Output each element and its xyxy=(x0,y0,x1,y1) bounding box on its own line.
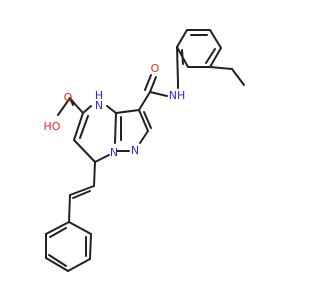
bond xyxy=(209,29,222,49)
bond xyxy=(67,258,91,272)
bond xyxy=(149,76,157,93)
bond xyxy=(73,112,84,141)
bond xyxy=(68,221,92,235)
acid-oxygen-label: O xyxy=(64,91,73,104)
bond xyxy=(138,91,151,111)
bond xyxy=(73,139,96,163)
bond xyxy=(209,47,222,68)
atom-labels: HO O O NH N H N N xyxy=(44,62,186,159)
ring-n2-label: N xyxy=(110,146,118,159)
bond xyxy=(114,112,117,144)
bond xyxy=(73,102,84,114)
bond xyxy=(209,66,233,70)
bond xyxy=(82,105,92,114)
ring-nh-n-label: N xyxy=(95,99,103,112)
bond xyxy=(89,233,92,260)
bond xyxy=(139,130,149,144)
amide-nh-label: NH xyxy=(169,89,186,102)
bond xyxy=(231,68,245,86)
bond xyxy=(115,109,140,114)
ring-n1-label: N xyxy=(131,144,139,157)
bond xyxy=(138,109,149,132)
bond xyxy=(69,185,95,196)
bond xyxy=(69,97,74,106)
bond xyxy=(45,257,69,272)
bond xyxy=(79,115,89,139)
bond xyxy=(181,49,184,65)
molecule-canvas: HO O O NH N H N N xyxy=(43,29,245,272)
bond xyxy=(48,254,67,267)
bond xyxy=(143,111,152,129)
hydroxyl-label: HO xyxy=(44,120,61,133)
bond xyxy=(106,105,117,114)
amide-oxygen-label: O xyxy=(151,62,160,75)
bonds xyxy=(45,29,245,272)
bond xyxy=(93,161,96,187)
bond xyxy=(68,194,71,223)
bond xyxy=(176,29,188,48)
bond xyxy=(176,46,179,84)
bond xyxy=(144,74,152,91)
bond xyxy=(45,221,70,235)
bond xyxy=(94,154,110,163)
bond xyxy=(72,190,91,199)
bond xyxy=(57,97,71,116)
bond xyxy=(149,91,168,97)
molecule-structure: HO O O NH N H N N xyxy=(44,29,245,272)
bond xyxy=(205,48,216,64)
bond xyxy=(49,227,67,238)
ring-nh-h-label: H xyxy=(95,89,103,102)
